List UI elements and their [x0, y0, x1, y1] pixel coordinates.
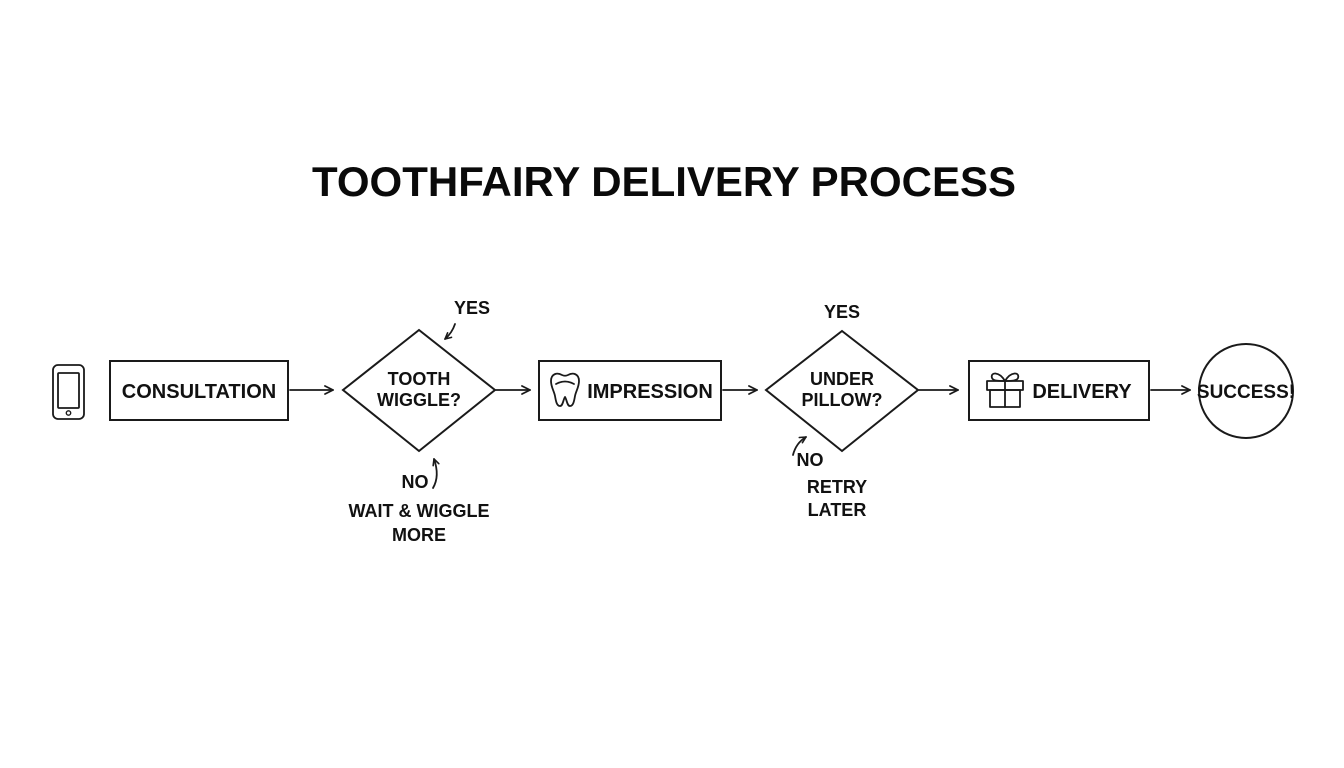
tooth-icon: [550, 372, 580, 407]
wiggle-no-action-line1: WAIT & WIGGLE: [349, 501, 490, 521]
pillow-no-action-line1: RETRY: [807, 477, 867, 497]
success-label: SUCCESS!: [1197, 382, 1295, 403]
tooth-wiggle-label-line2: WIGGLE?: [377, 390, 461, 410]
diagram-title: TOOTHFAIRY DELIVERY PROCESS: [312, 158, 1016, 205]
pillow-yes-label: YES: [824, 302, 860, 322]
delivery-node: DELIVERY: [968, 360, 1150, 421]
smartphone-icon: [52, 364, 85, 420]
tooth-wiggle-decision: TOOTH WIGGLE?: [341, 328, 497, 453]
tooth-wiggle-label-line1: TOOTH: [388, 369, 451, 389]
delivery-label: DELIVERY: [1032, 381, 1132, 403]
wiggle-no-label: NO: [402, 472, 429, 492]
under-pillow-label-line2: PILLOW?: [802, 390, 883, 410]
pillow-no-arrow: [792, 436, 807, 456]
gift-icon: [986, 372, 1024, 408]
under-pillow-decision: UNDER PILLOW?: [764, 329, 920, 453]
consultation-node: CONSULTATION: [109, 360, 289, 421]
wiggle-no-arrow: [432, 458, 440, 489]
under-pillow-label-line1: UNDER: [810, 369, 874, 389]
success-node: SUCCESS!: [1197, 343, 1295, 439]
impression-node: IMPRESSION: [538, 360, 722, 421]
pillow-no-action-line2: LATER: [808, 500, 867, 520]
wiggle-yes-arrow: [444, 323, 456, 340]
impression-label: IMPRESSION: [587, 381, 713, 403]
wiggle-yes-label: YES: [454, 298, 490, 318]
consultation-label: CONSULTATION: [122, 381, 276, 403]
pillow-no-label: NO: [797, 450, 824, 470]
wiggle-no-action-line2: MORE: [392, 525, 446, 545]
